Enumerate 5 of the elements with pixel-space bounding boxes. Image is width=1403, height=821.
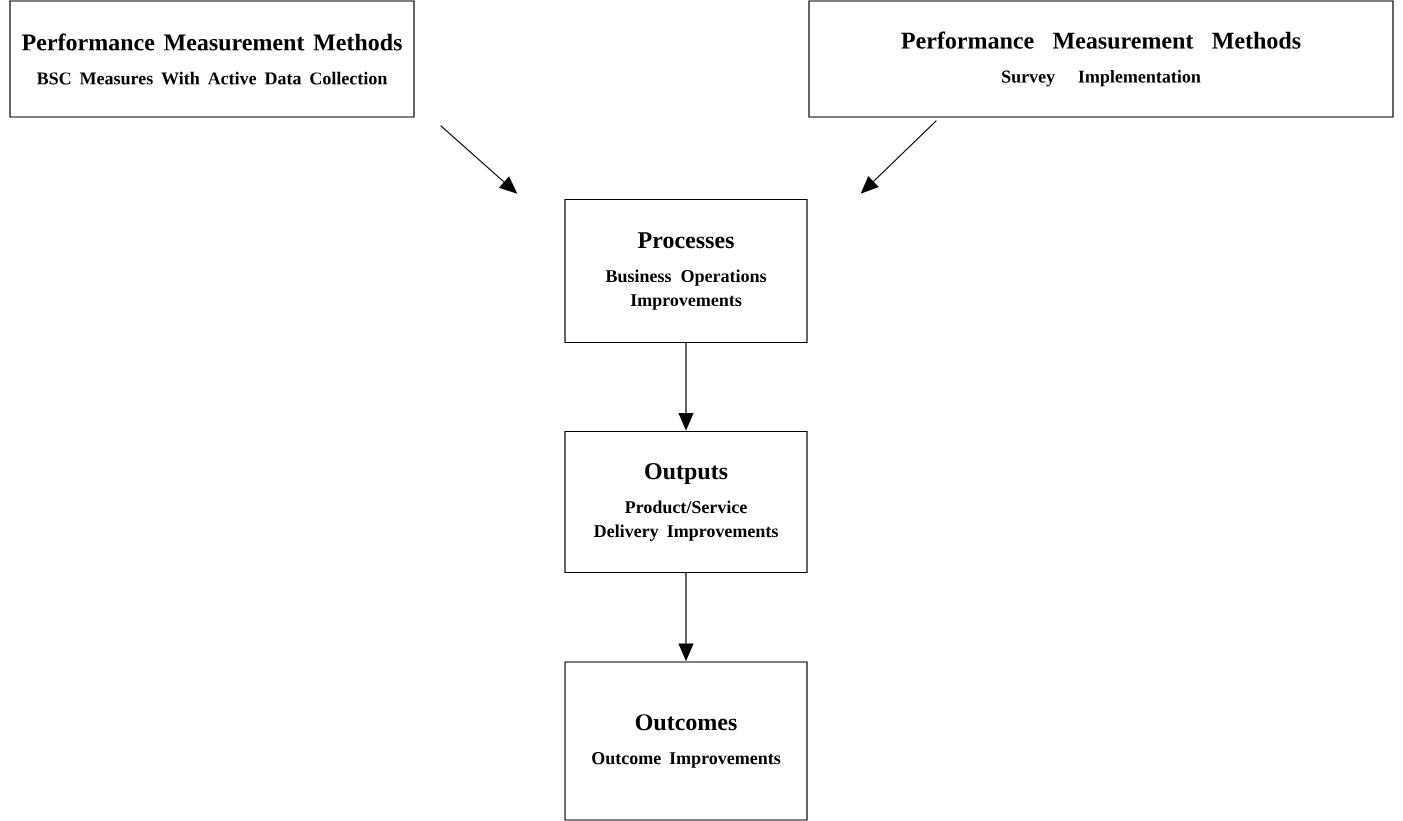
process-box: Processes Business Operations Improvements <box>564 198 808 344</box>
process-box: Performance Measurement Methods BSC Measures With Active Data Collection <box>9 0 415 118</box>
process-box: Performance Measurement Methods Survey Implementation <box>808 0 1394 118</box>
process-box: Outputs Product/Service Delivery Improvements <box>564 430 808 574</box>
process-box: Outcomes Outcome Improvements <box>564 661 808 821</box>
